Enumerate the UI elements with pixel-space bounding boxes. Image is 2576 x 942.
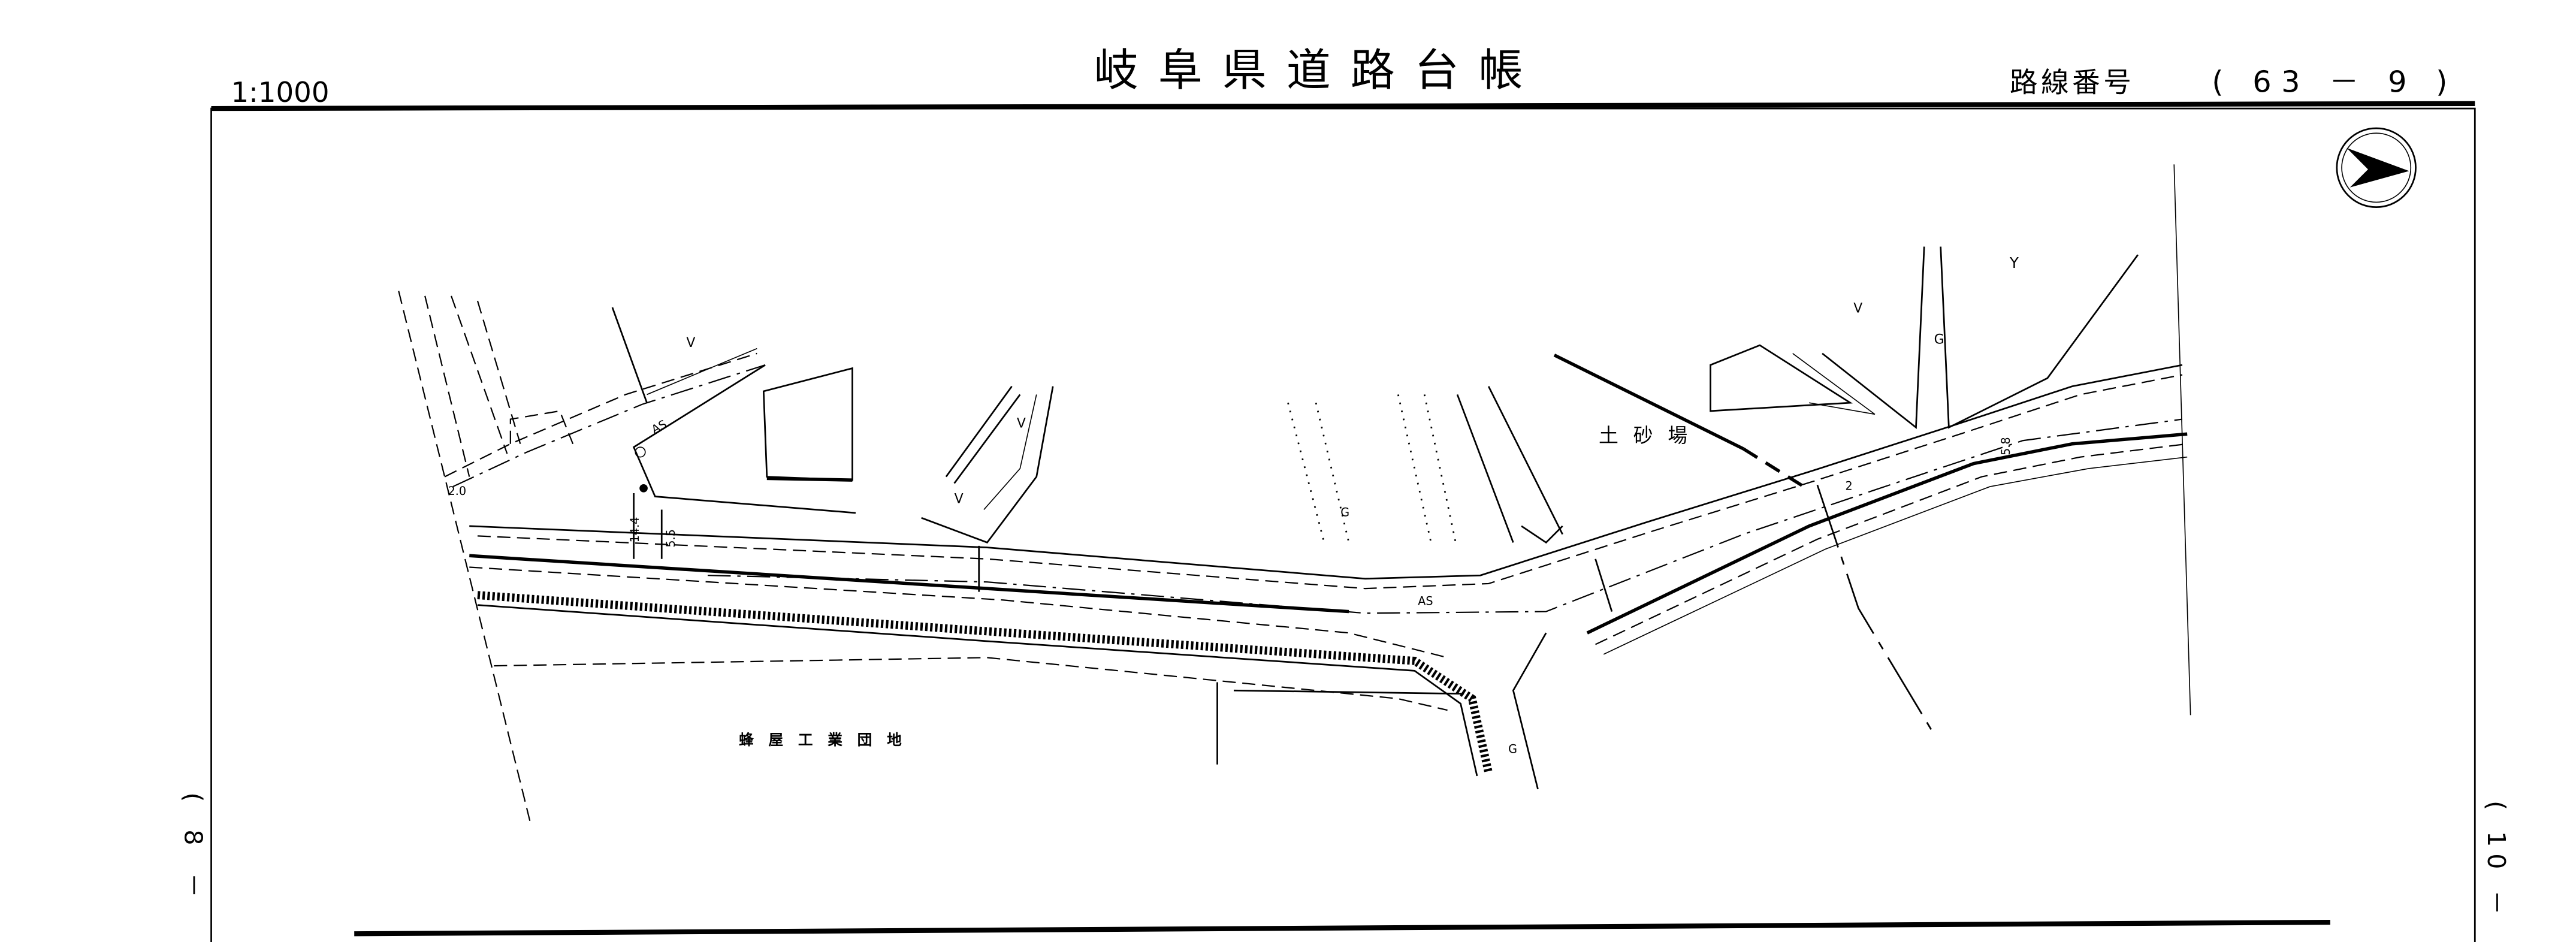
land-use-label-y: Y [2009, 254, 2019, 271]
left-parcels [398, 291, 1054, 822]
sheet-ref-left: ( 8 － [179, 792, 208, 907]
width-label: 14.4 [628, 517, 642, 543]
sheet-ref-right: ( 10 － [2482, 801, 2511, 922]
land-use-label-g: G [1508, 742, 1517, 756]
scale-label: 1:1000 [231, 76, 329, 108]
station-label: 2 [1846, 479, 1853, 493]
land-use-label-g: G [1340, 505, 1349, 519]
svg-text:( 10 －: ( 10 － [2482, 801, 2511, 922]
quarry-label: 土砂場 [1599, 424, 1702, 447]
frame-top-border [211, 101, 2475, 111]
bottom-border-line [354, 919, 2330, 937]
industrial-park-label: 蜂屋工業団地 [739, 731, 916, 748]
land-use-label-v: V [1853, 301, 1862, 316]
width-label: 5.8 [1999, 437, 2013, 455]
pavement-label-as: AS [649, 417, 669, 436]
route-number-label: 路線番号 [2010, 67, 2134, 99]
width-label: 5.5 [664, 529, 678, 548]
land-use-label-g: G [1934, 332, 1944, 347]
land-use-label-v: V [686, 336, 695, 351]
land-use-label-v: V [1017, 416, 1026, 431]
road-centerline-route [469, 364, 2188, 790]
quarry-area [1287, 164, 2191, 732]
route-number-value: ( 63 － 9 ) [2212, 65, 2457, 99]
land-use-label-v: V [955, 491, 964, 506]
map-frame [210, 107, 2476, 942]
page-title: 岐阜県道路台帳 [1094, 45, 1543, 96]
svg-text:( 8 －: ( 8 － [179, 792, 208, 907]
width-label: 2.0 [448, 484, 467, 498]
pavement-label-as: AS [1418, 594, 1433, 608]
north-arrow-icon [2336, 127, 2417, 209]
